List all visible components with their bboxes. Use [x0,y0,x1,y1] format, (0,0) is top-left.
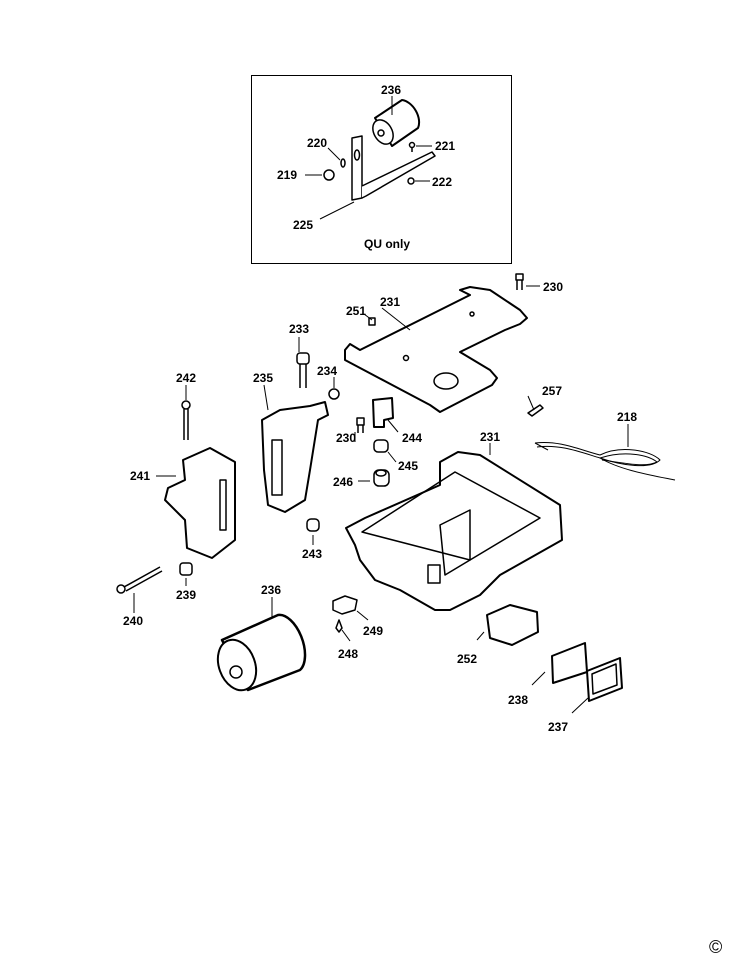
label-252: 252 [457,652,478,666]
label-230-mid: 230 [336,431,357,445]
cable-218 [534,441,676,481]
label-221: 221 [435,139,456,153]
label-249: 249 [363,624,384,638]
nut-251 [368,317,376,326]
label-243: 243 [302,547,323,561]
label-234: 234 [317,364,338,378]
label-236: 236 [261,583,282,597]
screw-230-top [515,273,524,290]
inset-nut-222 [407,177,415,185]
inset-nut-219 [323,169,335,181]
label-257: 257 [542,384,563,398]
label-230-top: 230 [543,280,564,294]
screw-240 [116,566,163,594]
label-244: 244 [402,431,423,445]
base-housing-231 [345,451,563,611]
inset-leaders [305,96,432,220]
label-251: 251 [346,304,367,318]
nut-245 [373,439,389,453]
capacitor-236 [216,613,307,692]
holder-235 [261,401,329,513]
label-231-top: 231 [380,295,401,309]
copyright-symbol: © [709,937,723,957]
screw-248 [335,619,343,633]
label-245: 245 [398,459,419,473]
clip-257 [527,404,544,417]
label-246: 246 [333,475,354,489]
holder-235-slot [271,439,283,496]
label-240: 240 [123,614,144,628]
inset-capacitor [372,99,421,147]
label-237: 237 [548,720,569,734]
nut-243 [306,518,320,532]
label-231-base: 231 [480,430,501,444]
inset-washer-220 [340,158,346,168]
screw-242 [181,400,191,440]
label-218: 218 [617,410,638,424]
label-222: 222 [432,175,453,189]
label-220: 220 [307,136,328,150]
clip-249 [332,595,358,615]
label-235: 235 [253,371,274,385]
seal-237 [586,657,623,702]
leader-lines [133,285,629,714]
label-238: 238 [508,693,529,707]
block-241-slot [219,479,227,531]
inset-screw-221 [408,141,416,152]
label-241: 241 [130,469,151,483]
label-239: 239 [176,588,197,602]
screw-230-mid [356,417,365,433]
label-236-inset: 236 [381,83,402,97]
inset-box-qu-only [251,75,512,264]
label-242: 242 [176,371,197,385]
block-241 [164,447,236,559]
top-plate-231 [344,286,528,413]
clip-244 [372,397,394,428]
label-225: 225 [293,218,314,232]
screw-233 [296,352,310,388]
switch-252 [486,604,539,646]
plate-238 [551,642,588,684]
inset-note: QU only [364,237,411,251]
nut-234 [328,388,340,400]
inset-bracket-225 [351,135,436,201]
bushing-246 [373,469,390,487]
nut-239 [179,562,193,576]
label-219: 219 [277,168,298,182]
label-248: 248 [338,647,359,661]
label-233: 233 [289,322,310,336]
